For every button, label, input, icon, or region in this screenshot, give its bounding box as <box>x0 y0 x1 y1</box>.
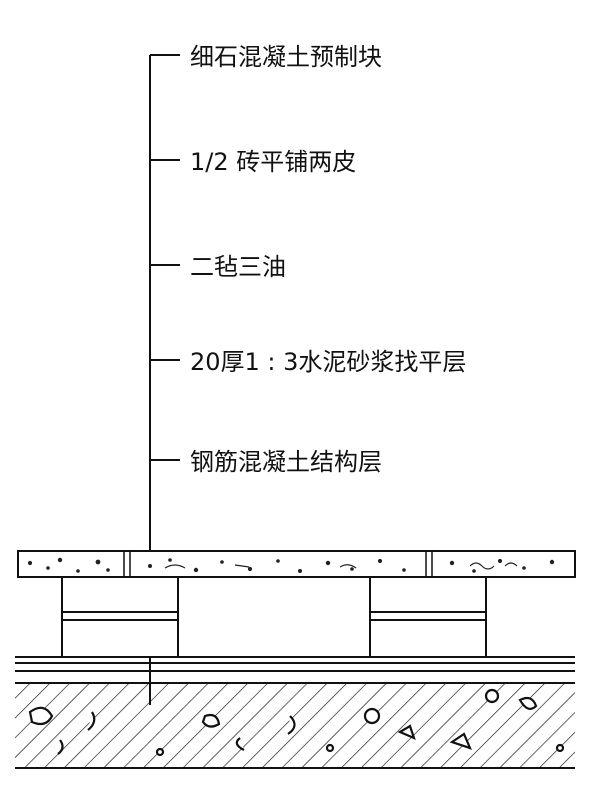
block-joints <box>118 550 438 577</box>
brick-pier-right <box>369 576 487 658</box>
layer-label-precast-block: 细石混凝土预制块 <box>190 43 382 71</box>
layer-label-brick-course: 1/2 砖平铺两皮 <box>190 148 356 176</box>
block-speckle <box>27 557 555 573</box>
rc-slab <box>15 683 575 769</box>
layer-labels: 细石混凝土预制块 1/2 砖平铺两皮 二毡三油 20厚1 : 3水泥砂浆找平层 … <box>190 43 466 476</box>
layer-label-screed: 20厚1 : 3水泥砂浆找平层 <box>190 348 466 376</box>
layer-label-felt-oil: 二毡三油 <box>190 253 286 281</box>
layer-label-rc-slab: 钢筋混凝土结构层 <box>190 448 382 476</box>
aggregate-marks <box>28 688 565 757</box>
precast-block-layer <box>17 550 576 578</box>
precast-block-outline <box>17 550 576 578</box>
membrane-and-screed <box>15 656 575 684</box>
brick-pier-left <box>61 576 179 658</box>
brick-supports <box>61 576 487 658</box>
